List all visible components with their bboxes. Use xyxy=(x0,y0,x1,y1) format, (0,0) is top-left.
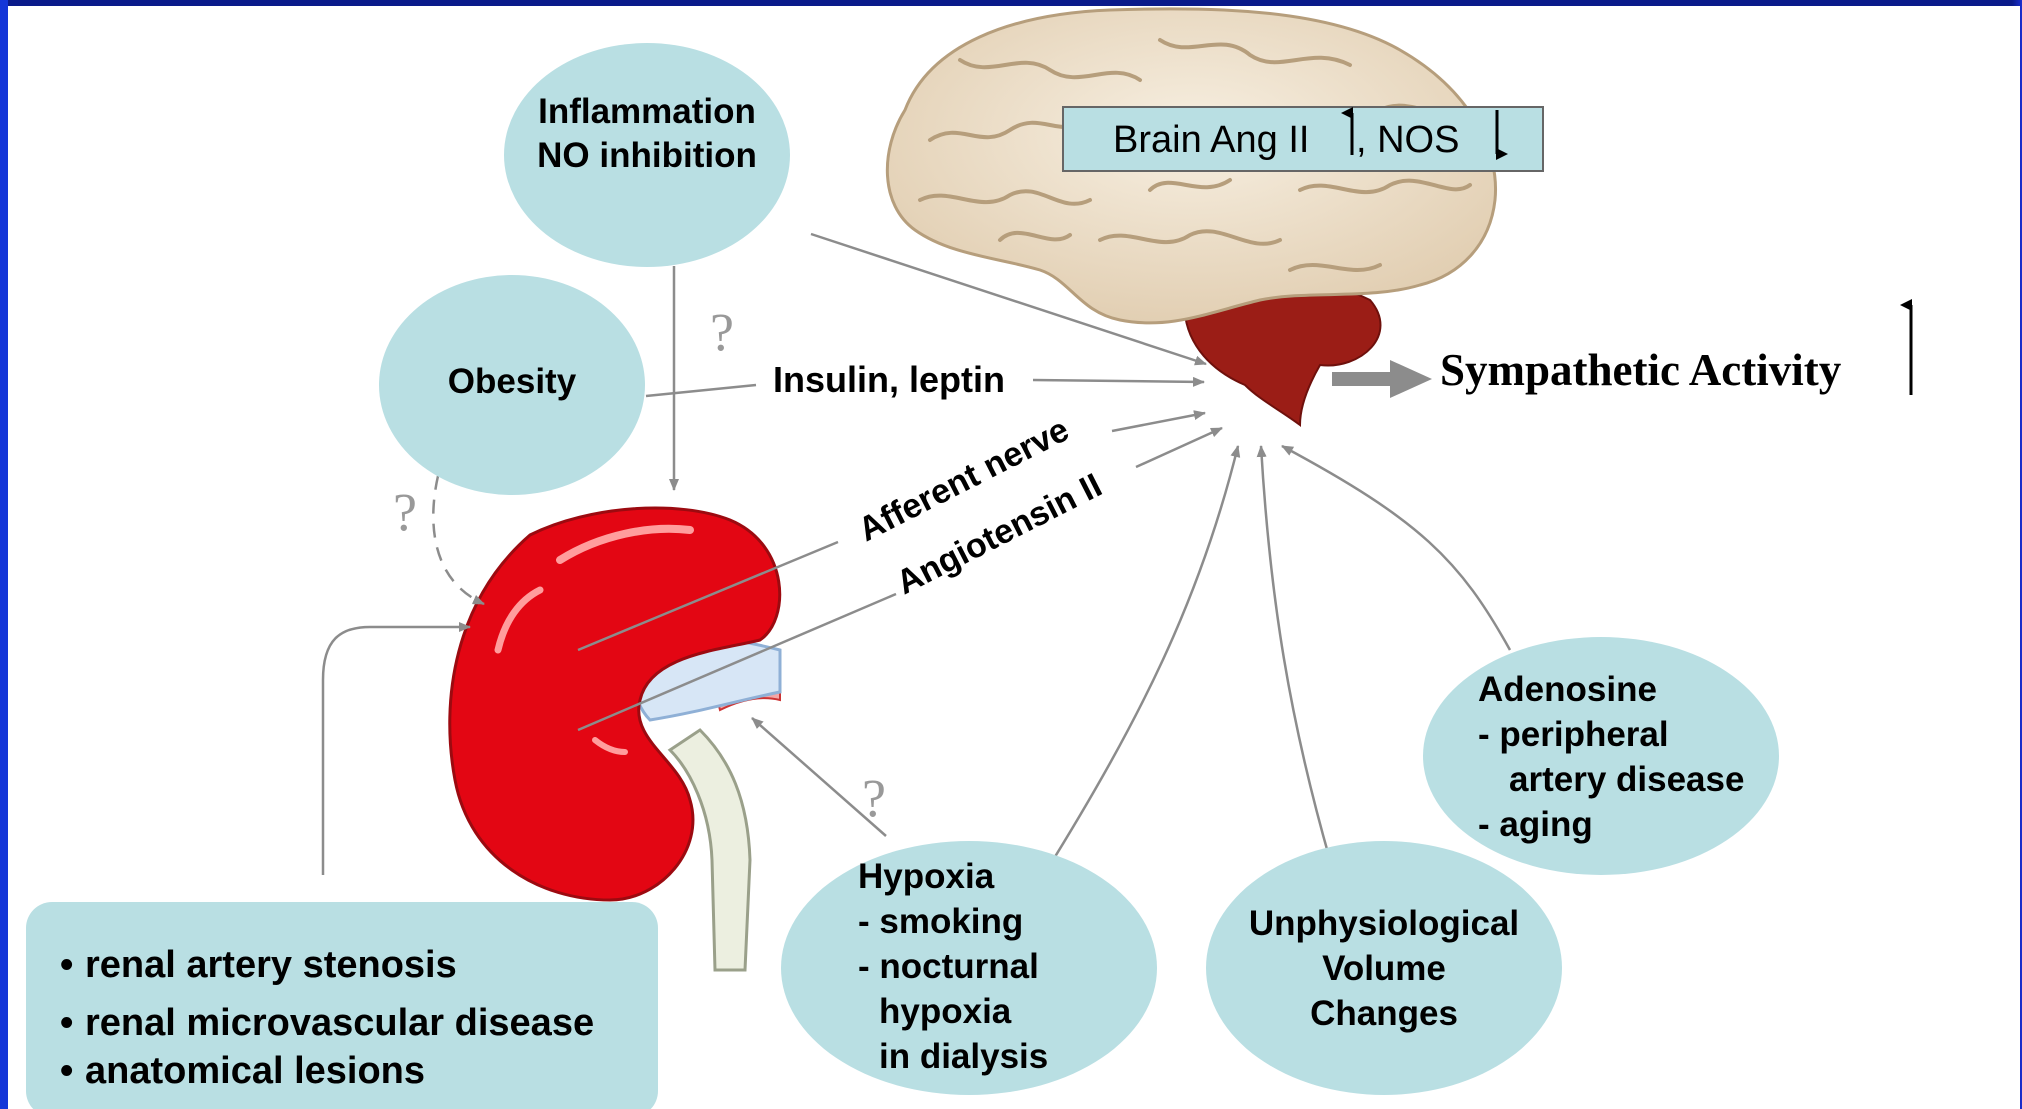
bubble-line: Inflammation xyxy=(538,92,756,131)
question-mark: ? xyxy=(710,302,734,362)
renal-cause-item: renal artery stenosis xyxy=(85,944,457,986)
nos-label: , NOS xyxy=(1356,119,1459,161)
renal-cause-item: anatomical lesions xyxy=(85,1050,425,1092)
bubble-line: Adenosine xyxy=(1478,670,1657,709)
pathway-diagram: Brain Ang II , NOS Sympathetic Activity xyxy=(8,6,2020,1109)
adenosine-bubble: Adenosine - peripheral artery disease - … xyxy=(1423,637,1779,875)
slide-frame-left xyxy=(0,0,8,1109)
arrow-adenosine-brain xyxy=(1282,446,1510,650)
arrow-renal-kidney xyxy=(323,627,470,875)
arrow-insulin-brain xyxy=(1033,380,1204,382)
volume-bubble: Unphysiological Volume Changes xyxy=(1206,841,1562,1095)
sympathetic-activity: Sympathetic Activity xyxy=(1332,305,1911,398)
bubble-line: - aging xyxy=(1478,805,1593,844)
inflammation-bubble: Inflammation NO inhibition xyxy=(504,43,790,267)
bubble-line: - smoking xyxy=(858,902,1023,941)
bubble-line: Volume xyxy=(1322,949,1446,988)
bullet-icon: • xyxy=(60,944,73,986)
bubble-line: Hypoxia xyxy=(858,857,995,896)
arrow-afferent-brain xyxy=(1112,413,1205,431)
line-obesity-insulin xyxy=(646,385,756,396)
sympathetic-label: Sympathetic Activity xyxy=(1440,345,1842,395)
renal-cause-item: renal microvascular disease xyxy=(85,1002,594,1044)
arrow-angiotensin-brain xyxy=(1136,428,1222,467)
question-mark: ? xyxy=(862,768,886,828)
bubble-line: - peripheral xyxy=(1478,715,1669,754)
bubble-line: in dialysis xyxy=(879,1037,1048,1076)
bubble-line: Obesity xyxy=(448,362,577,401)
bubble-line: Unphysiological xyxy=(1249,904,1519,943)
bubble-line: hypoxia xyxy=(879,992,1012,1031)
hypoxia-bubble: Hypoxia - smoking - nocturnal hypoxia in… xyxy=(781,841,1157,1095)
bullet-icon: • xyxy=(60,1002,73,1044)
bubble-line: artery disease xyxy=(1509,760,1744,799)
question-mark: ? xyxy=(393,482,417,542)
bubble-line: - nocturnal xyxy=(858,947,1039,986)
arrow-volume-brain xyxy=(1261,446,1330,860)
bubble-line: Changes xyxy=(1310,994,1458,1033)
brain-ang-label: Brain Ang II xyxy=(1113,119,1309,161)
brain-ang-box: Brain Ang II , NOS xyxy=(1063,107,1543,171)
slide-canvas: Brain Ang II , NOS Sympathetic Activity xyxy=(8,6,2020,1109)
thick-arrow-head-icon xyxy=(1390,360,1432,398)
obesity-bubble: Obesity xyxy=(379,275,645,495)
bullet-icon: • xyxy=(60,1050,73,1092)
insulin-leptin-label: Insulin, leptin xyxy=(773,359,1005,400)
kidney-illustration xyxy=(450,508,780,970)
thick-arrow-shaft xyxy=(1332,372,1390,386)
renal-causes-box: • renal artery stenosis • renal microvas… xyxy=(26,902,658,1109)
arrow-obesity-kidney-dashed xyxy=(433,476,484,604)
bubble-line: NO inhibition xyxy=(537,136,757,175)
